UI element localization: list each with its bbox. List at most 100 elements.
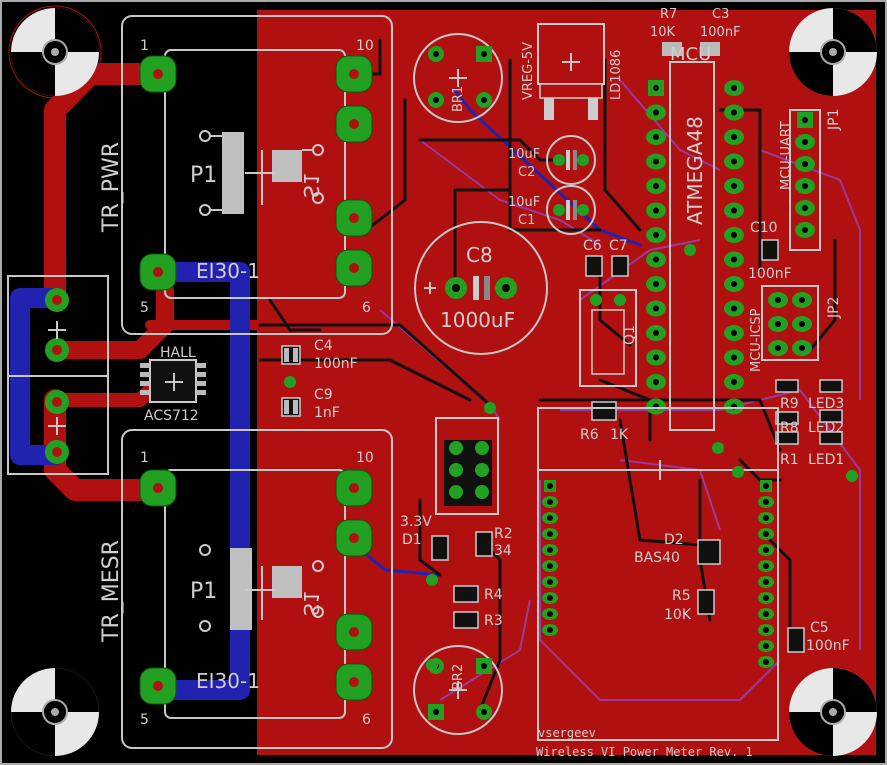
pad-hole (653, 109, 659, 116)
pad-hole (763, 611, 769, 617)
pad-hole (731, 109, 737, 116)
label-c3-val: 100nF (700, 25, 741, 40)
capacitor-c8 (414, 221, 548, 355)
pad-hole (763, 483, 769, 489)
pad-hole (802, 205, 808, 211)
label-jp1: JP1 (826, 109, 842, 131)
label-c2-val: 10uF (508, 147, 540, 162)
pad-hole (775, 297, 781, 303)
pad-hole (547, 483, 553, 489)
label-pin6-bot: 6 (362, 712, 371, 728)
mounting-hole-br (789, 668, 877, 756)
pad-hole (653, 305, 659, 312)
crystal-q1 (579, 289, 637, 387)
smd-r5 (697, 589, 715, 615)
label-mcu-uart: MCU-UART (779, 121, 794, 190)
pad-hole (763, 499, 769, 505)
pad-hole (763, 627, 769, 633)
label-s1-top: S1 (299, 173, 323, 198)
pad-hole (731, 354, 737, 361)
label-r3: R3 (484, 613, 503, 629)
pad-hole (653, 354, 659, 361)
label-r5-val: 10K (664, 607, 692, 623)
pad-hole (775, 321, 781, 327)
pad-hole (802, 117, 808, 123)
bridge-rectifier-br1 (413, 33, 503, 123)
mcu-atmega48 (646, 61, 744, 431)
smd-c9 (281, 397, 301, 417)
pad-hole (731, 232, 737, 238)
pad-hole (653, 85, 659, 91)
pad-hole (763, 659, 769, 665)
label-acs712: ACS712 (144, 408, 199, 424)
label-jp2: JP2 (826, 297, 842, 319)
pad-hole (802, 139, 808, 145)
header-mcu-uart (789, 109, 821, 251)
pad-hole (799, 345, 805, 351)
label-ei30-bot: EI30-1 (196, 669, 260, 693)
label-led1: LED1 (808, 452, 844, 468)
pad-hole (653, 134, 659, 140)
label-c10: C10 (750, 220, 778, 236)
smd-r4-r3 (453, 585, 479, 629)
pad-hole (731, 305, 737, 312)
label-pin10-top: 10 (356, 38, 374, 54)
label-q1: Q1 (622, 325, 638, 345)
label-r4: R4 (484, 587, 503, 603)
capacitor-c2 (546, 135, 596, 185)
pad-hole (763, 579, 769, 585)
smd-c5 (787, 627, 805, 653)
label-c6: C6 (583, 238, 602, 254)
pad-hole (802, 227, 808, 233)
pad-hole (731, 158, 737, 165)
pad-hole (802, 183, 808, 189)
pad-hole (799, 297, 805, 303)
label-r9: R9 (780, 396, 799, 412)
label-br1: BR1 (451, 86, 466, 112)
label-r6-val: 1K (610, 427, 629, 443)
radio-module-outline (537, 407, 779, 741)
label-r6: R6 (580, 427, 599, 443)
pad-hole (775, 345, 781, 351)
smd-c10 (761, 239, 779, 261)
mounting-hole-tl (8, 5, 102, 99)
pad-hole (731, 207, 737, 214)
label-c4-val: 100nF (314, 356, 358, 372)
label-r2: R2 (494, 526, 513, 542)
label-p1-top: P1 (190, 163, 217, 188)
smd-c4 (281, 345, 301, 365)
pad-hole (799, 321, 805, 327)
label-mcu-icsp: MCU-ICSP (749, 308, 764, 372)
smd-d2 (697, 539, 721, 565)
label-s1-bot: S1 (299, 591, 323, 616)
pad-hole (547, 531, 553, 537)
label-pin10-bot: 10 (356, 450, 374, 466)
label-r5: R5 (672, 588, 691, 604)
label-vreg: VREG-5V (521, 42, 536, 100)
pad-hole (653, 158, 659, 165)
label-led2: LED2 (808, 420, 844, 436)
label-d2-val: BAS40 (634, 550, 680, 566)
transformer-tr-mesr (121, 429, 393, 749)
pad-hole (763, 531, 769, 537)
pad-hole (731, 85, 737, 91)
label-pin1-top: 1 (140, 38, 149, 54)
mains-terminal-block (7, 275, 109, 475)
label-pin5-bot: 5 (140, 712, 149, 728)
label-pin5-top: 5 (140, 300, 149, 316)
pad-hole (731, 281, 737, 287)
label-c1-val: 10uF (508, 195, 540, 210)
label-pin1-bot: 1 (140, 450, 149, 466)
transformer-pad-holes (153, 69, 359, 691)
label-r8: R8 (780, 420, 799, 436)
pad-hole (547, 499, 553, 505)
pad-hole (653, 232, 659, 238)
label-ei30-top: EI30-1 (196, 259, 260, 283)
pad-hole (653, 330, 659, 336)
pad-hole (763, 515, 769, 521)
label-tr-pwr: TR_PWR (99, 142, 124, 233)
label-mcu: MCU (670, 44, 711, 65)
label-c4: C4 (314, 338, 333, 354)
label-p1-bot: P1 (190, 579, 217, 604)
